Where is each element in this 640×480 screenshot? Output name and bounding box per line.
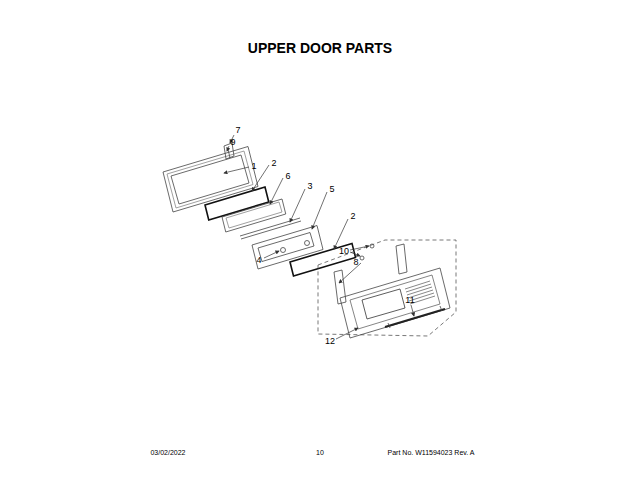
outer-door [340, 268, 450, 338]
inner-door-frame [163, 147, 258, 213]
door-handle [385, 309, 445, 327]
vent-slots [405, 281, 435, 304]
outer-door-window [350, 275, 440, 329]
inner-door-frame-opening [171, 155, 249, 204]
door-panel [222, 199, 286, 232]
leader-lines [224, 135, 414, 339]
glass-frame [252, 226, 323, 270]
handle-post [388, 323, 390, 328]
callout-number: 9 [230, 138, 235, 147]
callout-number: 12 [325, 337, 335, 346]
page-number: 10 [316, 449, 324, 456]
callout-number: 2 [350, 212, 355, 221]
callout-number: 10 [339, 247, 349, 256]
outer-door-glass [362, 289, 405, 319]
hinge-plate [334, 270, 346, 304]
washer [281, 248, 286, 253]
hinge-plate [396, 244, 407, 274]
callout-number: 8 [353, 258, 358, 267]
page-title: UPPER DOOR PARTS [248, 41, 392, 55]
callout-number: 7 [235, 126, 240, 135]
door-panel-inner [226, 202, 282, 228]
callout-number: 11 [405, 296, 414, 305]
callout-number: 1 [251, 162, 256, 171]
hinge-screw [228, 149, 230, 158]
callout-number: 5 [329, 185, 334, 194]
handle-post [440, 306, 442, 311]
bolt [370, 244, 374, 248]
callout-number: 2 [271, 159, 276, 168]
footer-date: 03/02/2022 [150, 449, 185, 456]
inner-door-frame-edge [167, 151, 253, 208]
callout-number: 6 [285, 172, 290, 181]
outer-door-assembly-outline [318, 240, 456, 336]
part-number: Part No. W11594023 Rev. A [388, 449, 475, 456]
door-rod [241, 221, 301, 239]
glass-panel [290, 243, 356, 276]
washer [305, 241, 310, 246]
callout-number: 3 [307, 182, 312, 191]
callout-number: 4 [256, 256, 261, 265]
bolt [360, 256, 364, 260]
